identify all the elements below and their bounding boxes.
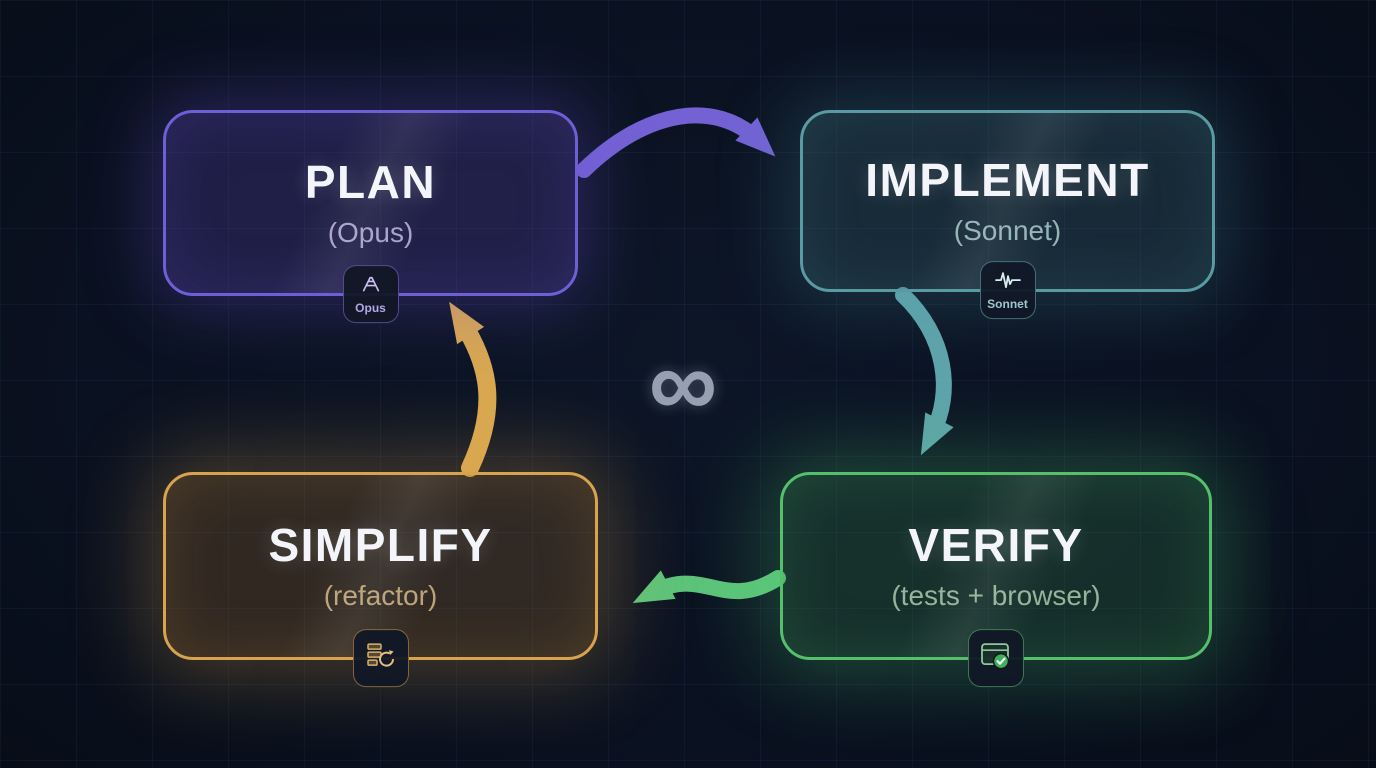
simplify-title: SIMPLIFY xyxy=(268,518,493,571)
plan-subtitle: (Opus) xyxy=(327,217,414,249)
infinity-symbol: ∞ xyxy=(648,330,718,437)
plan-badge: Opus xyxy=(342,265,399,324)
simplify-subtitle: (refactor) xyxy=(323,580,438,612)
arrow-verify-to-simplify xyxy=(632,570,786,604)
verify-subtitle: (tests + browser) xyxy=(891,580,1101,612)
layers-refresh-icon xyxy=(365,640,397,677)
arrow-plan-to-implement xyxy=(576,107,776,178)
simplify-badge xyxy=(352,629,409,688)
verify-badge xyxy=(968,629,1024,688)
opus-logo-icon xyxy=(360,274,382,299)
implement-badge-label: Sonnet xyxy=(987,296,1028,311)
node-plan: PLAN (Opus) Opus xyxy=(163,110,578,324)
verify-title: VERIFY xyxy=(908,518,1084,571)
arrow-simplify-to-plan xyxy=(449,301,497,477)
implement-title: IMPLEMENT xyxy=(865,153,1150,206)
node-verify: VERIFY (tests + browser) xyxy=(780,472,1212,688)
implement-badge: Sonnet xyxy=(979,261,1036,320)
arrow-implement-to-verify xyxy=(895,287,954,456)
plan-badge-label: Opus xyxy=(355,300,386,315)
node-simplify: SIMPLIFY (refactor) xyxy=(163,472,598,688)
implement-subtitle: (Sonnet) xyxy=(953,215,1062,247)
plan-title: PLAN xyxy=(304,155,437,208)
waveform-icon xyxy=(994,270,1021,295)
node-implement: IMPLEMENT (Sonnet) Sonnet xyxy=(800,110,1215,320)
browser-check-icon xyxy=(979,640,1013,677)
